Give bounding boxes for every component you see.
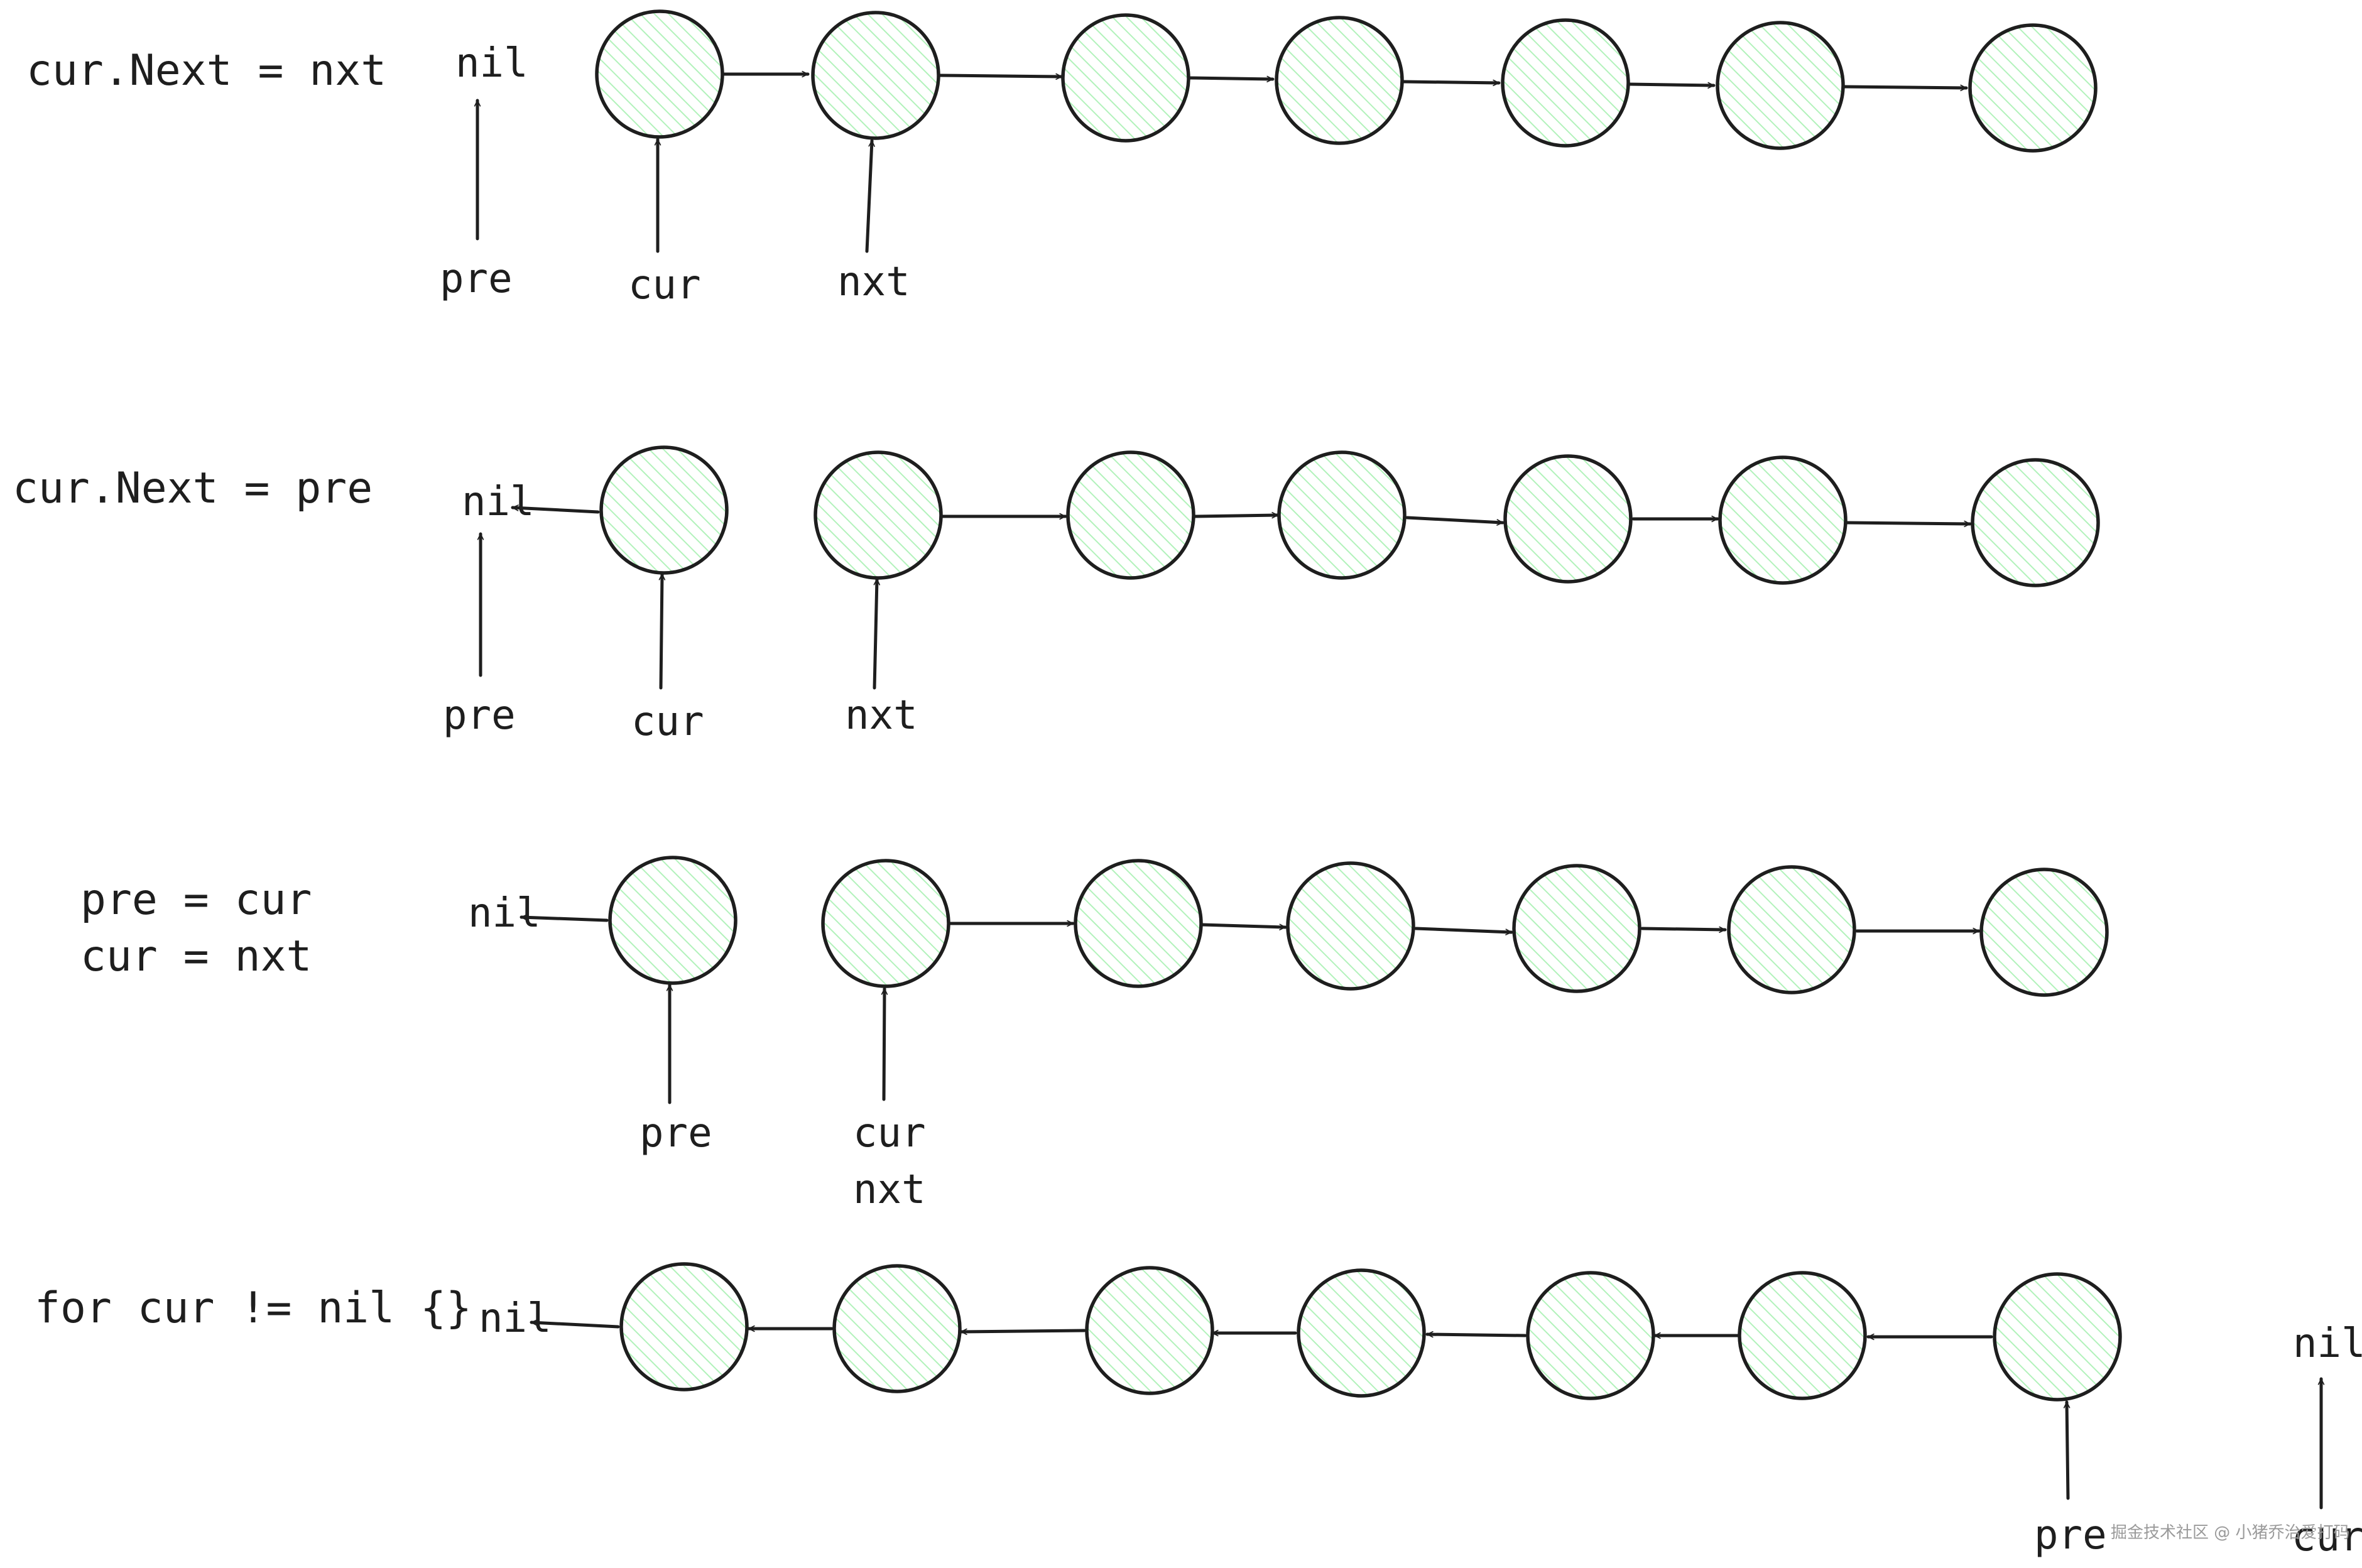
list-node xyxy=(1727,865,1856,994)
list-node xyxy=(1968,23,2098,153)
list-node xyxy=(1066,450,1195,580)
next-arrow xyxy=(1193,511,1280,519)
step-row-1: cur.Next = nxt nil pre cur nxt xyxy=(26,9,2098,308)
pointer-label-nxt: nxt xyxy=(837,259,910,305)
list-node xyxy=(1275,16,1404,145)
reversed-next-arrow xyxy=(530,1319,620,1329)
reversed-next-arrow xyxy=(511,504,600,514)
watermark-text: 掘金技术社区 @ 小猪乔治爱打码 xyxy=(2111,1523,2350,1542)
list-node xyxy=(599,445,729,575)
pointer-label-cur: cur xyxy=(853,1110,926,1157)
list-node xyxy=(1979,868,2109,997)
next-arrow xyxy=(1200,923,1287,930)
pointer-label-pre: pre xyxy=(639,1110,712,1157)
list-node xyxy=(1718,455,1848,585)
next-arrow xyxy=(1414,927,1513,935)
list-node xyxy=(1526,1271,1655,1400)
trailing-nil-label: nil xyxy=(2293,1320,2362,1367)
list-node xyxy=(619,1262,749,1391)
step-row-4: for cur != nil {} nil nil pre cur xyxy=(35,1262,2362,1560)
nil-label: nil xyxy=(455,40,528,87)
list-node xyxy=(1277,450,1407,580)
list-node xyxy=(821,859,950,988)
next-arrow xyxy=(1640,926,1727,934)
list-node xyxy=(811,11,940,140)
list-node xyxy=(595,9,724,139)
nil-label: nil xyxy=(479,1295,552,1342)
pointer-label-pre: pre xyxy=(440,256,513,302)
list-node xyxy=(1512,864,1641,993)
list-node xyxy=(1061,13,1190,143)
pointer-label-pre: pre xyxy=(443,692,516,739)
code-line: cur.Next = pre xyxy=(13,464,373,513)
next-arrow xyxy=(1401,79,1501,87)
list-node xyxy=(1716,21,1845,150)
pointer-arrow xyxy=(658,572,666,690)
list-node xyxy=(1971,458,2100,587)
list-node xyxy=(1993,1272,2122,1402)
code-line: for cur != nil {} xyxy=(35,1283,472,1333)
step-row-2: cur.Next = pre nil pre cur nxt xyxy=(13,445,2100,745)
nil-label: nil xyxy=(462,479,535,525)
list-node xyxy=(814,450,943,580)
pointer-label-cur: cur xyxy=(628,262,701,308)
list-node xyxy=(1074,859,1203,988)
pointer-arrow xyxy=(873,577,881,690)
pointer-label-cur: cur xyxy=(2292,1514,2362,1560)
code-line: pre = cur xyxy=(80,875,312,925)
step-row-3: pre = cur cur = nxt nil pre cur nxt xyxy=(80,856,2109,1213)
list-node xyxy=(1297,1268,1426,1398)
reversed-next-arrow xyxy=(959,1328,1086,1336)
reversed-next-arrow xyxy=(520,914,609,922)
list-node xyxy=(608,856,737,985)
next-arrow xyxy=(1405,516,1505,526)
pointer-label-nxt: nxt xyxy=(845,692,918,739)
next-arrow xyxy=(1188,75,1275,83)
list-node xyxy=(832,1264,962,1393)
code-line: cur = nxt xyxy=(80,932,312,981)
next-arrow xyxy=(1845,520,1972,528)
list-node xyxy=(1286,861,1415,991)
code-line: cur.Next = nxt xyxy=(26,46,386,95)
list-node xyxy=(1085,1266,1214,1395)
next-arrow xyxy=(1628,82,1716,89)
list-node xyxy=(1501,18,1630,148)
nil-label: nil xyxy=(468,890,541,937)
reversed-next-arrow xyxy=(1425,1331,1527,1338)
next-arrow xyxy=(1842,84,1968,92)
list-node xyxy=(1738,1271,1867,1400)
pointer-label-pre: pre xyxy=(2034,1512,2107,1559)
pointer-arrow xyxy=(2063,1400,2071,1500)
pointer-label-cur: cur xyxy=(631,699,704,745)
list-node xyxy=(1503,454,1633,584)
pointer-label-nxt: nxt xyxy=(853,1167,926,1213)
pointer-arrow xyxy=(865,139,875,253)
next-arrow xyxy=(938,73,1064,80)
